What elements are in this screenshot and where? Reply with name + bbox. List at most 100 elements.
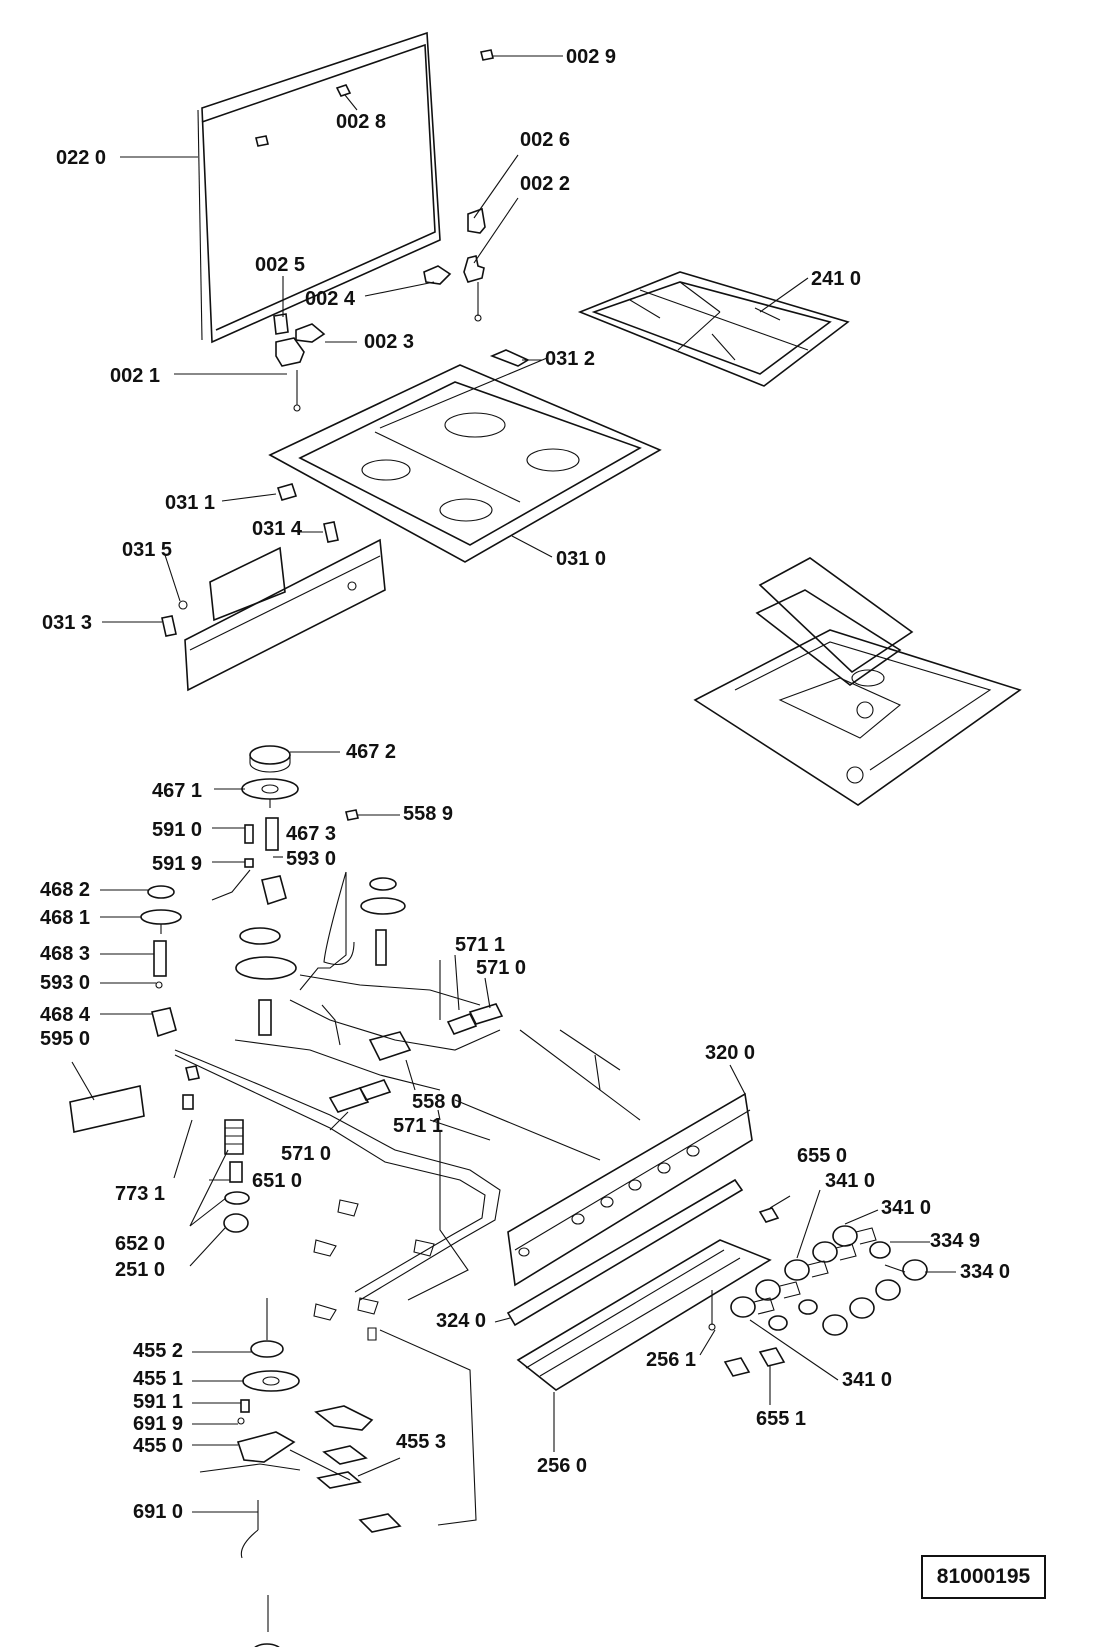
- thermocouple-lead: [211, 869, 251, 901]
- knob-3410-d: [755, 1279, 801, 1301]
- label-0314: 031 4: [252, 518, 303, 540]
- label-6551: 655 1: [756, 1408, 806, 1430]
- injector-5910: [244, 824, 254, 844]
- injector-holder-4683: [153, 940, 167, 977]
- label-0315: 031 5: [122, 539, 172, 561]
- nut-7731: [182, 1065, 200, 1110]
- label-4671: 467 1: [152, 780, 202, 802]
- label-5710a: 571 0: [476, 957, 526, 979]
- label-5930b: 593 0: [40, 972, 90, 994]
- knob-3410-a: [784, 1259, 829, 1281]
- label-4673: 467 3: [286, 823, 336, 845]
- bracket-0311: [276, 483, 298, 501]
- burner-body-4550: [236, 1431, 351, 1481]
- control-panel-3200: [507, 1092, 753, 1287]
- label-5930a: 593 0: [286, 848, 336, 870]
- label-4553: 455 3: [396, 1431, 446, 1453]
- label-4684: 468 4: [40, 1004, 91, 1026]
- washer-6520: [224, 1191, 250, 1205]
- knob-caps-row: [768, 1279, 901, 1336]
- burner-cap-4672: [249, 745, 291, 773]
- label-4550: 455 0: [133, 1435, 183, 1457]
- hinge-right-0022: [463, 255, 485, 322]
- nut-5930: [155, 981, 163, 989]
- screw-2561: [708, 1290, 716, 1331]
- burner-body-upper: [261, 875, 287, 906]
- bottom-pipe: [199, 1199, 477, 1526]
- label-3410a: 341 0: [825, 1170, 875, 1192]
- burner-body-4684: [151, 1007, 177, 1038]
- injector-holder-4673: [265, 817, 279, 851]
- bracket-0314: [323, 521, 339, 543]
- label-2410: 241 0: [811, 268, 861, 290]
- label-0023: 002 3: [364, 331, 414, 353]
- label-5950: 595 0: [40, 1028, 90, 1050]
- thermocouple-6919: [237, 1417, 245, 1425]
- label-0025: 002 5: [255, 254, 305, 276]
- label-6919: 691 9: [133, 1413, 183, 1435]
- spring-3349: [869, 1241, 891, 1259]
- label-3340: 334 0: [960, 1261, 1010, 1283]
- label-5911: 591 1: [133, 1391, 183, 1413]
- label-3240: 324 0: [436, 1310, 486, 1332]
- knob-3410-c: [812, 1241, 857, 1263]
- lid-stopper-0029: [480, 49, 494, 61]
- gas-tap-5710-right: [468, 1003, 504, 1025]
- burner-head-right: [360, 897, 406, 966]
- label-0024: 002 4: [305, 288, 356, 310]
- burner-head-mid: [235, 956, 297, 1036]
- knob-6550: [758, 1207, 780, 1223]
- label-5711b: 571 1: [393, 1115, 443, 1137]
- hob-top-panel: [268, 357, 662, 563]
- label-0026: 002 6: [520, 129, 570, 151]
- label-0313: 031 3: [42, 612, 92, 634]
- hinge-left-0025: [273, 313, 289, 335]
- gas-tap-5711-right: [446, 1013, 478, 1035]
- burner-cap-mid: [239, 927, 281, 945]
- label-6550: 655 0: [797, 1145, 847, 1167]
- valve-5580: [368, 1031, 412, 1061]
- stem-6510: [229, 1161, 243, 1183]
- label-5589: 558 9: [403, 803, 453, 825]
- label-4681: 468 1: [40, 907, 90, 929]
- bracket-0313: [161, 615, 177, 637]
- guide-lines: [429, 1029, 641, 1161]
- front-rail-0313: [184, 538, 386, 692]
- label-0311: 031 1: [165, 492, 215, 514]
- burner-cap-4682: [147, 885, 175, 899]
- label-6910: 691 0: [133, 1501, 183, 1523]
- label-6520: 652 0: [115, 1233, 165, 1255]
- label-6510: 651 0: [252, 1170, 302, 1192]
- label-0021: 002 1: [110, 365, 160, 387]
- label-3200: 320 0: [705, 1042, 755, 1064]
- burner-head-4671: [241, 778, 299, 808]
- label-4552: 455 2: [133, 1340, 183, 1362]
- label-4672: 467 2: [346, 741, 396, 763]
- label-0310: 031 0: [556, 548, 606, 570]
- pan-support-grid: [577, 271, 850, 387]
- glass-lid-frame: [197, 31, 441, 344]
- trim-strip-3240: [506, 1178, 744, 1327]
- label-5919: 591 9: [152, 853, 202, 875]
- injector-5911: [240, 1399, 250, 1413]
- leader-lines: [71, 55, 956, 1513]
- bracket-4553: [314, 1405, 402, 1533]
- burner-cap-4552: [250, 1298, 284, 1358]
- front-profile-2560: [516, 1239, 772, 1391]
- label-3410c: 341 0: [842, 1369, 892, 1391]
- spring-6520: [224, 1119, 244, 1155]
- label-0312: 031 2: [545, 348, 595, 370]
- hinge-right-0026: [467, 207, 486, 234]
- nut-5919: [244, 858, 254, 868]
- ignition-unit-5950: [69, 1085, 145, 1133]
- hinge-clip-0024: [423, 265, 452, 285]
- label-3349: 334 9: [930, 1230, 980, 1252]
- knob-2510: [223, 1213, 249, 1233]
- lid-pad-left: [255, 135, 269, 147]
- hinge-lever-0023: [295, 323, 326, 343]
- burner-cap-right: [369, 877, 397, 891]
- label-5710b: 571 0: [281, 1143, 331, 1165]
- bracket-0312: [489, 349, 530, 367]
- burner-head-4681: [140, 909, 182, 934]
- knob-3410-b: [832, 1225, 877, 1247]
